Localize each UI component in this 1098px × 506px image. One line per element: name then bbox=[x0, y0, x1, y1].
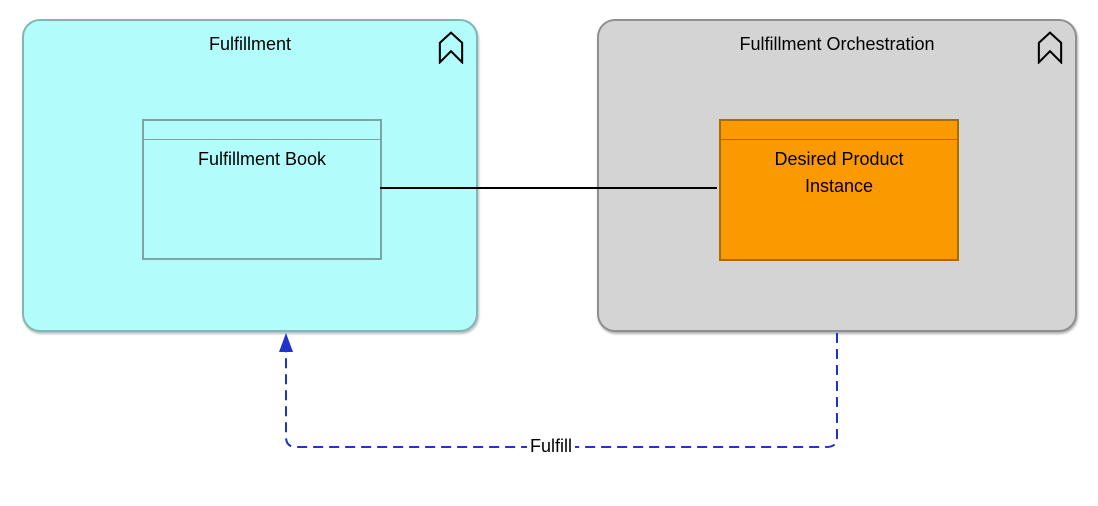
collapse-chevron-icon[interactable] bbox=[1037, 31, 1063, 64]
node-desired-product-instance[interactable]: Desired Product Instance bbox=[719, 119, 959, 261]
node-fulfillment-orchestration-title: Fulfillment Orchestration bbox=[739, 34, 935, 54]
association-line[interactable] bbox=[380, 187, 717, 189]
node-fulfillment-book-title: Fulfillment Book bbox=[197, 149, 327, 169]
inner-box-header bbox=[144, 121, 380, 140]
node-fulfillment-orchestration[interactable]: Fulfillment Orchestration Desired Produc… bbox=[597, 19, 1077, 332]
node-fulfillment[interactable]: Fulfillment Fulfillment Book bbox=[22, 19, 478, 332]
relationship-label-fulfill[interactable]: Fulfill bbox=[527, 435, 576, 458]
inner-box-header bbox=[721, 121, 957, 140]
node-desired-product-instance-title: Desired Product Instance bbox=[774, 149, 904, 196]
node-fulfillment-title: Fulfillment bbox=[208, 34, 292, 54]
collapse-chevron-icon[interactable] bbox=[438, 31, 464, 64]
node-fulfillment-book[interactable]: Fulfillment Book bbox=[142, 119, 382, 260]
serving-relationship-path[interactable] bbox=[285, 333, 838, 448]
serving-arrowhead-icon bbox=[279, 333, 293, 352]
